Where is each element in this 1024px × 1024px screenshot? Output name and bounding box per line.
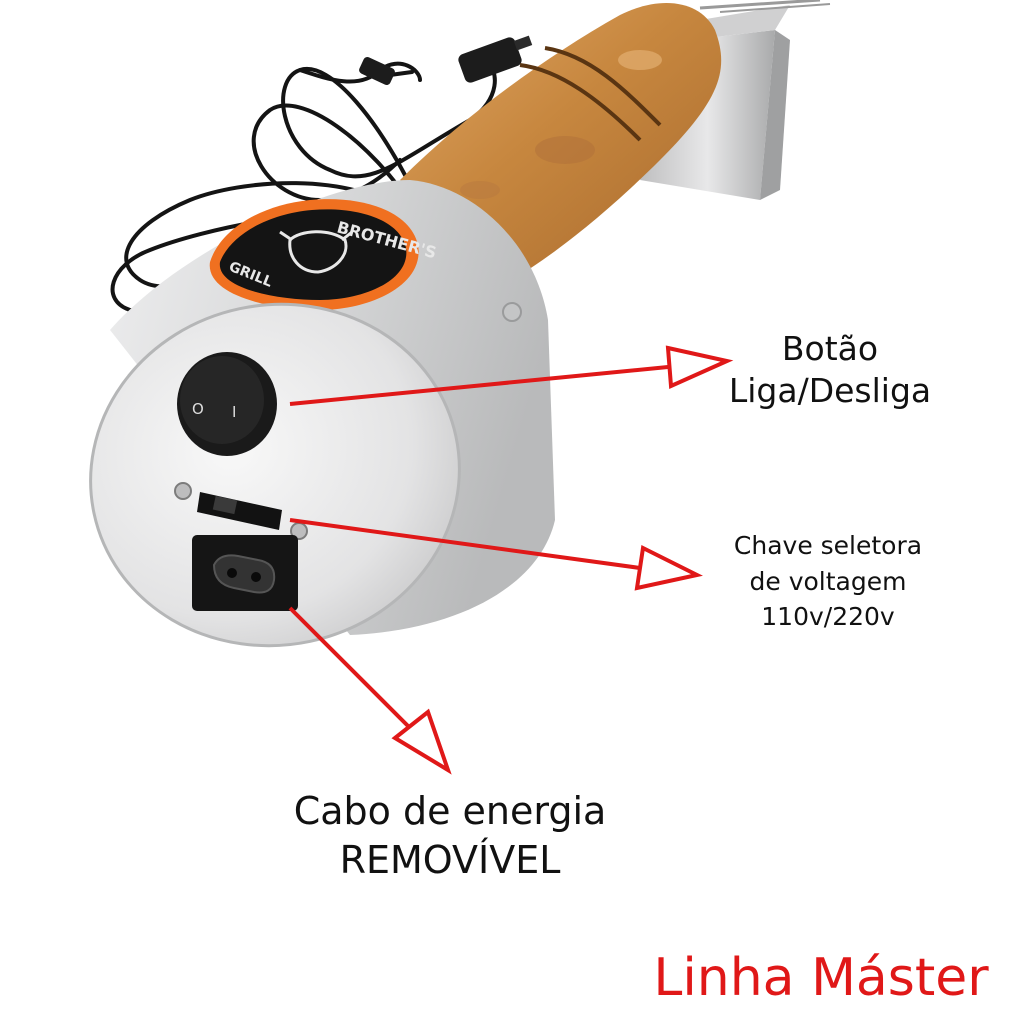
callout-power-button-line-2: Liga/Desliga xyxy=(728,371,932,411)
callout-voltage-switch-line-3: 110v/220v xyxy=(761,602,895,631)
voltage-selector xyxy=(174,482,308,540)
arrow-power-cable xyxy=(288,606,452,775)
cord-plug xyxy=(359,35,533,86)
callout-voltage-switch: Chave seletora de voltagem 110v/220v xyxy=(712,528,944,635)
arrow-voltage-switch xyxy=(289,518,703,591)
switch-off-symbol: O xyxy=(192,400,204,418)
skewer-blade xyxy=(640,0,831,200)
wooden-handle xyxy=(400,3,722,275)
switch-on-symbol: I xyxy=(232,403,236,421)
callout-power-button-line-1: Botão xyxy=(781,329,879,368)
arrow-power-button xyxy=(289,345,734,406)
callout-power-cable-line-2: REMOVÍVEL xyxy=(339,837,561,882)
callout-voltage-switch-line-1: Chave seletora xyxy=(733,531,923,560)
power-switch: O I xyxy=(177,352,277,456)
callout-power-button: Botão Liga/Desliga xyxy=(700,328,960,412)
callout-power-cable-line-1: Cabo de energia xyxy=(293,789,607,833)
product-line-title: Linha Máster xyxy=(653,948,989,1008)
callout-voltage-switch-line-2: de voltagem xyxy=(749,566,907,596)
power-socket xyxy=(192,535,298,611)
brand-logo: BROTHER'S GRILL xyxy=(209,199,438,310)
callout-power-cable: Cabo de energia REMOVÍVEL xyxy=(250,787,650,884)
